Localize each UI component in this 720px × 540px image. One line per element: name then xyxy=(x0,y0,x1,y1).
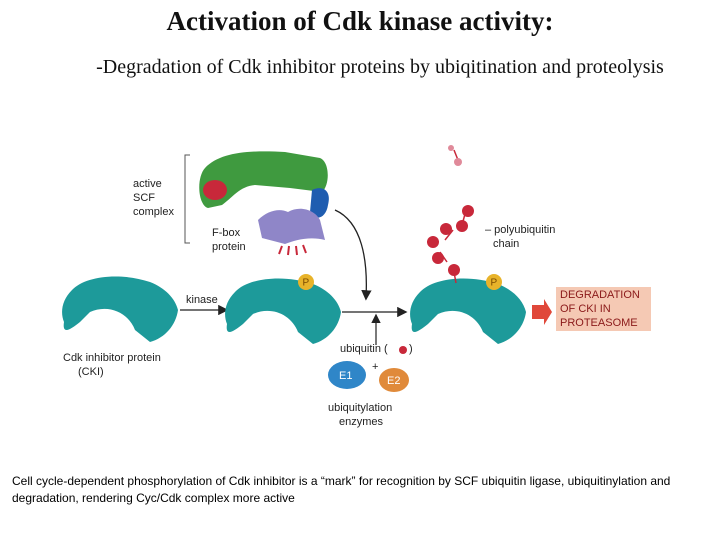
degradation-label-line-2: OF CKI IN xyxy=(560,303,611,315)
scf-label-line-3: complex xyxy=(133,206,174,218)
phosphate-label-1: P xyxy=(303,278,310,289)
polyubiquitin-chain xyxy=(427,145,474,283)
cki-unphosphorylated xyxy=(62,276,178,342)
ubiquitin-label: ubiquitin ( xyxy=(340,343,388,355)
degradation-label-line-1: DEGRADATION xyxy=(560,289,640,301)
scf-rbx-subunit xyxy=(203,180,227,200)
cki-label-line-2: (CKI) xyxy=(78,366,104,378)
cki-label-line-1: Cdk inhibitor protein xyxy=(63,352,161,364)
scf-bracket xyxy=(185,155,190,243)
scf-binding-arrow xyxy=(335,210,366,298)
fbox-protein-shape xyxy=(258,209,325,244)
plus-sign: + xyxy=(372,361,378,373)
cki-phosphorylated xyxy=(225,278,341,344)
enzymes-label-line-2: enzymes xyxy=(339,416,384,428)
ubiquitin-label-close: ) xyxy=(409,343,413,355)
fbox-binding-marks xyxy=(279,245,306,255)
scf-label-line-2: SCF xyxy=(133,192,155,204)
polyubiquitin-label-line-2: chain xyxy=(493,238,519,250)
cki-degradation-diagram: active SCF complex F-box protein Cdk inh… xyxy=(0,0,720,470)
enzymes-label-line-1: ubiquitylation xyxy=(328,402,392,414)
scf-label-line-1: active xyxy=(133,178,162,190)
e1-label: E1 xyxy=(339,370,352,382)
ubiquitin-icon xyxy=(399,346,407,354)
scf-complex xyxy=(199,151,329,255)
phosphate-label-2: P xyxy=(491,278,498,289)
e2-label: E2 xyxy=(387,375,400,387)
figure-caption: Cell cycle-dependent phosphorylation of … xyxy=(12,473,718,507)
degradation-label-line-3: PROTEASOME xyxy=(560,317,638,329)
degradation-arrow xyxy=(532,299,552,325)
cki-ubiquitinated xyxy=(410,278,526,344)
fbox-label-line-2: protein xyxy=(212,241,246,253)
polyubiquitin-label-line-1: – polyubiquitin xyxy=(485,224,555,236)
kinase-label: kinase xyxy=(186,294,218,306)
fbox-label-line-1: F-box xyxy=(212,227,241,239)
